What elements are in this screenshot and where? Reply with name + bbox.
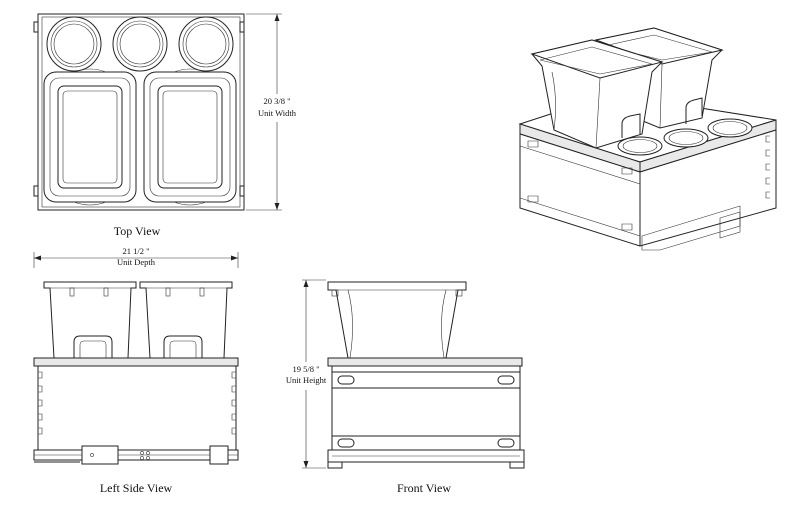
front-upper-rail: [331, 371, 521, 389]
top-view: 20 3/8 " Unit Width Top View: [33, 13, 297, 238]
side-bin-right: [139, 281, 233, 359]
top-bin-left: [43, 68, 137, 206]
top-view-frame: [37, 13, 245, 211]
height-value: 19 5/8 ": [292, 364, 319, 374]
width-dimension: [246, 13, 282, 211]
front-top-panel: [327, 357, 523, 367]
top-bin-right: [143, 68, 237, 206]
front-lower-rail: [331, 435, 521, 451]
left-side-view-title: Left Side View: [100, 481, 173, 495]
front-bin: [327, 281, 467, 359]
depth-value: 21 1/2 ": [122, 246, 149, 256]
isometric-view: [518, 27, 777, 251]
top-view-title: Top View: [114, 224, 161, 238]
side-bin-left: [43, 281, 137, 359]
top-ring-3: [178, 16, 234, 72]
front-view-title: Front View: [397, 481, 451, 495]
front-view: 19 5/8 " Unit Height Front View: [286, 279, 525, 495]
height-dimension: [302, 279, 326, 469]
top-ring-2: [112, 16, 168, 72]
iso-ring-1: [617, 136, 663, 156]
iso-ring-3: [707, 118, 753, 138]
side-top-panel: [33, 357, 239, 367]
side-box: [37, 365, 237, 455]
left-side-view: 21 1/2 " Unit Depth: [33, 246, 239, 495]
iso-ring-2: [663, 128, 709, 148]
width-label: Unit Width: [258, 108, 297, 118]
top-ring-1: [46, 16, 102, 72]
iso-bin-front: [530, 39, 664, 149]
side-slide-rail: [33, 445, 239, 465]
depth-dimension: [33, 252, 239, 268]
iso-box-side: [639, 129, 777, 247]
height-label: Unit Height: [286, 375, 327, 385]
width-value: 20 3/8 ": [263, 96, 290, 106]
depth-label: Unit Depth: [117, 257, 156, 267]
